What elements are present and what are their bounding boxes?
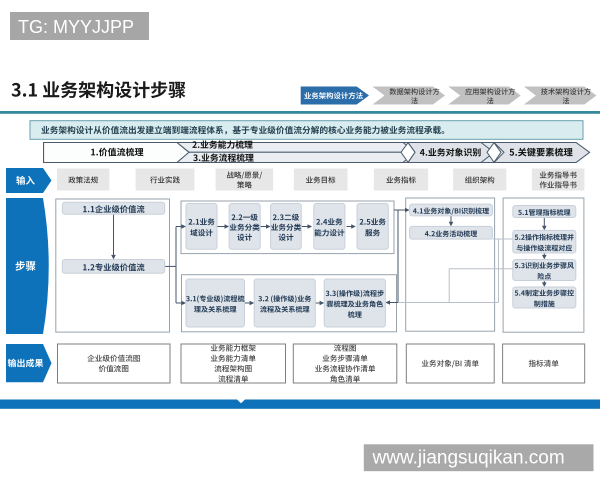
svg-text:TG: MYYJJPP: TG: MYYJJPP bbox=[18, 17, 134, 37]
svg-text:www.jiangsuqikan.com: www.jiangsuqikan.com bbox=[372, 448, 565, 469]
